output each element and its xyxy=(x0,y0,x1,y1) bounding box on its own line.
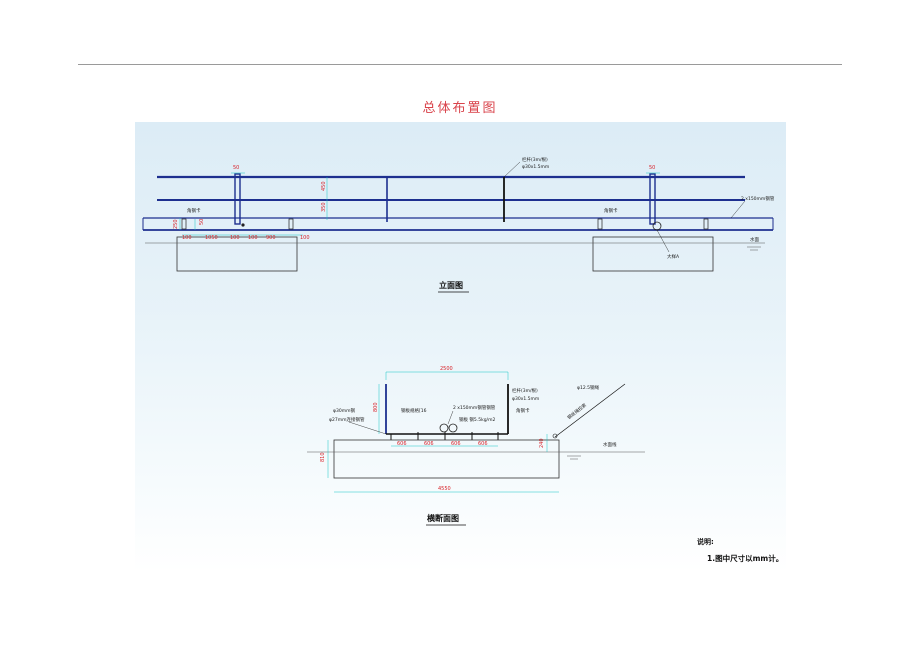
caption-section: 横断面图 xyxy=(427,513,459,523)
label-deck-bar: 钢板规格[16 xyxy=(401,407,427,414)
dim-post-width-left: 50 xyxy=(233,165,239,171)
label-cable: φ12.5钢绳 xyxy=(577,384,599,391)
section-float xyxy=(333,439,560,479)
drawing-canvas: 50 50 450 350 250 50 100 1050 100 100 90… xyxy=(142,156,783,563)
label-rail-spec-1: 栏杆(3m/根) xyxy=(522,156,548,163)
float-left xyxy=(176,236,298,272)
dim-total-width: 4550 xyxy=(438,486,451,492)
header-rule xyxy=(78,64,842,65)
dim-side-height: 50 xyxy=(199,219,205,225)
bolt-left xyxy=(241,223,245,227)
dim-s1: 606 xyxy=(397,441,407,447)
label-cable-diag: 钢丝绳拉索 xyxy=(566,401,588,421)
label-rail-3: 角钢卡 xyxy=(516,407,530,414)
notes-item-1: 1.图中尺寸以mm计。 xyxy=(707,553,783,563)
elevation-dim-lines xyxy=(179,172,660,236)
leader-pipes xyxy=(447,410,454,425)
caption-elevation: 立面图 xyxy=(439,280,463,290)
engineering-drawing: 50 50 450 350 250 50 100 1050 100 100 90… xyxy=(135,122,786,572)
clamp-left-2 xyxy=(288,218,294,230)
dim-base-height: 250 xyxy=(173,219,179,229)
label-pipe: 2 x150mm钢管 xyxy=(741,195,775,202)
post-left xyxy=(234,173,241,225)
dim-s2: 606 xyxy=(424,441,434,447)
bolt-right xyxy=(652,221,662,231)
page-title: 总体布置图 xyxy=(422,101,498,116)
clamp-left-1 xyxy=(181,218,187,230)
dim-upper-gap: 450 xyxy=(321,181,327,191)
dim-span-e: 900 xyxy=(266,235,276,241)
label-rail-2: φ30x1.5mm xyxy=(512,396,539,402)
dim-s3: 606 xyxy=(451,441,461,447)
label-plate: 钢板 钢5.5kg/m2 xyxy=(459,416,495,423)
leader-rail-spec xyxy=(503,161,521,178)
label-detail-ref: 大样A xyxy=(667,253,680,260)
dim-post-height: 800 xyxy=(373,402,379,412)
dim-s4: 606 xyxy=(478,441,488,447)
leader-detail xyxy=(656,229,670,253)
dim-edge-height: 240 xyxy=(539,438,545,448)
dim-deck-height: 810 xyxy=(320,452,326,462)
label-section-left-1: φ30mm钢 xyxy=(333,407,355,414)
elevation-view: 50 50 450 350 250 50 100 1050 100 100 90… xyxy=(142,156,775,293)
dim-post-width-right: 50 xyxy=(649,165,655,171)
dim-span-a: 100 xyxy=(182,235,192,241)
clamp-right-1 xyxy=(597,218,603,230)
section-cable-anchor xyxy=(552,433,558,439)
post-right xyxy=(649,173,656,225)
section-view: 2500 800 606 606 606 606 240 810 4550 φ3… xyxy=(307,366,645,526)
float-right xyxy=(592,236,714,272)
dim-span-c: 100 xyxy=(230,235,240,241)
dim-span-b: 1050 xyxy=(205,235,218,241)
label-water-level: 水面 xyxy=(750,236,759,243)
notes-title: 说明: xyxy=(697,537,714,546)
label-section-water: 水面线 xyxy=(603,441,617,448)
dim-span-f: 100 xyxy=(300,235,310,241)
section-joists xyxy=(390,432,499,440)
section-pipe-2 xyxy=(448,423,458,433)
label-anchor-left: 角钢卡 xyxy=(187,207,201,214)
section-dim-lines xyxy=(327,371,559,493)
label-rail-1: 栏杆(3m/根) xyxy=(512,387,538,394)
leader-section-left xyxy=(348,421,387,435)
label-pipes: 2 x150mm钢管钢管 xyxy=(453,404,496,411)
label-anchor-right: 角钢卡 xyxy=(604,207,618,214)
section-pipe-1 xyxy=(439,423,449,433)
section-cable xyxy=(554,383,626,438)
clamp-right-2 xyxy=(703,218,709,230)
dim-top-width: 2500 xyxy=(440,366,453,372)
dim-lower-gap: 350 xyxy=(321,202,327,212)
label-rail-spec-2: φ30x1.5mm xyxy=(522,164,549,170)
leader-pipe xyxy=(730,200,746,219)
dim-span-d: 100 xyxy=(248,235,258,241)
label-section-left-2: φ27mm连接钢管 xyxy=(329,416,365,423)
